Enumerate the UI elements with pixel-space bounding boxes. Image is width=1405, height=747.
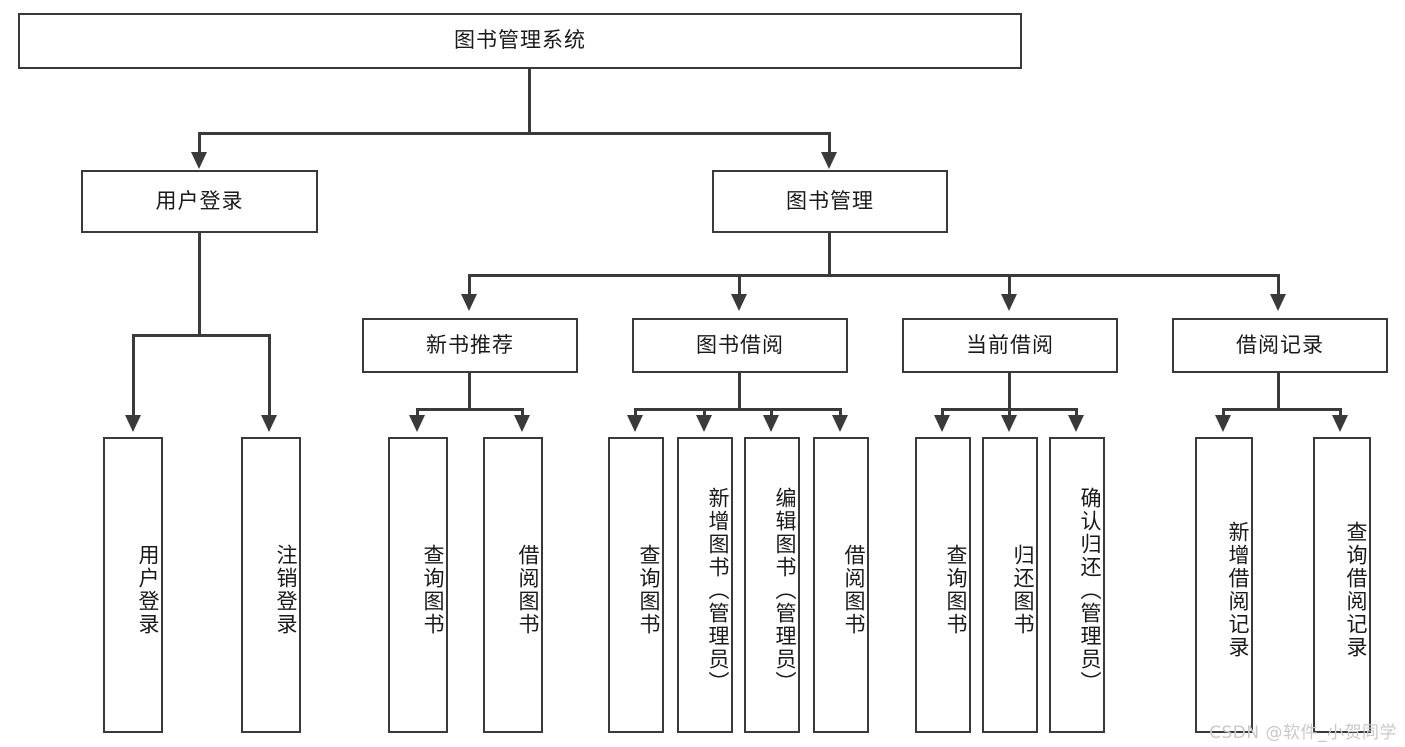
connector-borrow-record-stem bbox=[1277, 373, 1280, 409]
node-current-borrow[interactable]: 当前借阅 bbox=[902, 318, 1118, 373]
node-label: 编辑图书（管理员） bbox=[773, 486, 797, 694]
connector-user-login-to-leaf-1 bbox=[132, 334, 135, 420]
arrowhead-nbr-leaf-2 bbox=[514, 415, 530, 432]
connector-to-current-borrow bbox=[1008, 274, 1011, 298]
arrowhead-cb-leaf-2 bbox=[1001, 415, 1017, 432]
connector-to-new-book-recommend bbox=[468, 274, 471, 298]
arrowhead-br-leaf-1 bbox=[1215, 415, 1231, 432]
connector-book-borrow-stem bbox=[738, 373, 741, 409]
leaf-add-borrow-record[interactable]: 新增借阅记录 bbox=[1195, 437, 1253, 733]
connector-book-borrow-bus bbox=[634, 408, 842, 411]
node-label: 查询借阅记录 bbox=[1344, 521, 1368, 659]
arrowhead-book-management bbox=[821, 152, 837, 169]
node-label: 确认归还（管理员） bbox=[1078, 486, 1102, 694]
connector-user-login-to-leaf-2 bbox=[268, 334, 271, 420]
node-root-book-management-system[interactable]: 图书管理系统 bbox=[18, 13, 1022, 69]
leaf-user-login[interactable]: 用户登录 bbox=[103, 437, 163, 733]
leaf-query-borrow-record[interactable]: 查询借阅记录 bbox=[1313, 437, 1371, 733]
leaf-query-book-nbr[interactable]: 查询图书 bbox=[388, 437, 448, 733]
connector-user-login-bus bbox=[132, 334, 270, 337]
leaf-borrow-book-nbr[interactable]: 借阅图书 bbox=[483, 437, 543, 733]
arrowhead-leaf-user-login bbox=[125, 415, 141, 432]
node-label: 新增借阅记录 bbox=[1226, 521, 1250, 659]
arrowhead-nbr-leaf-1 bbox=[409, 415, 425, 432]
node-label: 借阅图书 bbox=[516, 544, 540, 636]
connector-user-login-stem bbox=[198, 233, 201, 335]
connector-root-to-user-login bbox=[198, 132, 201, 156]
connector-nbr-leaf-2 bbox=[521, 408, 524, 420]
connector-root-to-book-management bbox=[828, 132, 831, 156]
connector-to-book-borrow bbox=[738, 274, 741, 298]
connector-cb-leaf-2 bbox=[1008, 408, 1011, 420]
arrowhead-new-book-recommend bbox=[461, 294, 477, 311]
connector-level3-bus bbox=[468, 274, 1280, 277]
node-label: 查询图书 bbox=[637, 544, 661, 636]
arrowhead-borrow-record bbox=[1270, 294, 1286, 311]
arrowhead-bb-leaf-4 bbox=[832, 415, 848, 432]
node-label: 归还图书 bbox=[1011, 544, 1035, 636]
node-book-borrow[interactable]: 图书借阅 bbox=[632, 318, 848, 373]
watermark: CSDN @软件_小贺同学 bbox=[1209, 723, 1397, 743]
connector-root-bus bbox=[198, 132, 831, 135]
leaf-edit-book-admin[interactable]: 编辑图书（管理员） bbox=[744, 437, 800, 733]
arrowhead-current-borrow bbox=[1001, 294, 1017, 311]
connector-br-leaf-1 bbox=[1222, 408, 1225, 420]
arrowhead-bb-leaf-2 bbox=[696, 415, 712, 432]
connector-to-borrow-record bbox=[1277, 274, 1280, 298]
leaf-logout[interactable]: 注销登录 bbox=[241, 437, 301, 733]
leaf-return-book[interactable]: 归还图书 bbox=[982, 437, 1038, 733]
arrowhead-bb-leaf-1 bbox=[627, 415, 643, 432]
node-borrow-record[interactable]: 借阅记录 bbox=[1172, 318, 1388, 373]
node-label: 图书管理系统 bbox=[454, 28, 586, 53]
arrowhead-user-login bbox=[191, 152, 207, 169]
node-user-login[interactable]: 用户登录 bbox=[81, 170, 318, 233]
arrowhead-leaf-logout bbox=[261, 415, 277, 432]
connector-nbr-leaf-1 bbox=[416, 408, 419, 420]
connector-root-stem bbox=[528, 69, 531, 133]
arrowhead-book-borrow bbox=[731, 294, 747, 311]
node-label: 图书管理 bbox=[786, 188, 874, 213]
node-label: 借阅记录 bbox=[1236, 332, 1324, 357]
leaf-confirm-return-admin[interactable]: 确认归还（管理员） bbox=[1049, 437, 1105, 733]
node-label: 当前借阅 bbox=[966, 332, 1054, 357]
connector-bb-leaf-1 bbox=[634, 408, 637, 420]
node-label: 查询图书 bbox=[421, 544, 445, 636]
leaf-query-book-cb[interactable]: 查询图书 bbox=[915, 437, 971, 733]
connector-new-book-recommend-bus bbox=[416, 408, 524, 411]
node-label: 新增图书（管理员） bbox=[706, 486, 730, 694]
connector-cb-leaf-3 bbox=[1075, 408, 1078, 420]
connector-borrow-record-bus bbox=[1222, 408, 1342, 411]
arrowhead-cb-leaf-3 bbox=[1068, 415, 1084, 432]
node-book-management[interactable]: 图书管理 bbox=[712, 170, 948, 233]
arrowhead-cb-leaf-1 bbox=[934, 415, 950, 432]
connector-cb-leaf-1 bbox=[941, 408, 944, 420]
connector-bb-leaf-4 bbox=[839, 408, 842, 420]
arrowhead-br-leaf-2 bbox=[1332, 415, 1348, 432]
arrowhead-bb-leaf-3 bbox=[763, 415, 779, 432]
node-new-book-recommend[interactable]: 新书推荐 bbox=[362, 318, 578, 373]
node-label: 新书推荐 bbox=[426, 332, 514, 357]
node-label: 借阅图书 bbox=[842, 544, 866, 636]
connector-new-book-recommend-stem bbox=[468, 373, 471, 409]
connector-current-borrow-stem bbox=[1008, 373, 1011, 409]
connector-bb-leaf-2 bbox=[703, 408, 706, 420]
node-label: 注销登录 bbox=[274, 544, 298, 636]
node-label: 图书借阅 bbox=[696, 332, 784, 357]
connector-bb-leaf-3 bbox=[770, 408, 773, 420]
leaf-borrow-book-bb[interactable]: 借阅图书 bbox=[813, 437, 869, 733]
connector-br-leaf-2 bbox=[1339, 408, 1342, 420]
connector-book-management-stem bbox=[828, 233, 831, 275]
node-label: 查询图书 bbox=[944, 544, 968, 636]
leaf-query-book-bb[interactable]: 查询图书 bbox=[608, 437, 664, 733]
leaf-add-book-admin[interactable]: 新增图书（管理员） bbox=[677, 437, 733, 733]
node-label: 用户登录 bbox=[155, 188, 244, 213]
node-label: 用户登录 bbox=[136, 544, 160, 636]
